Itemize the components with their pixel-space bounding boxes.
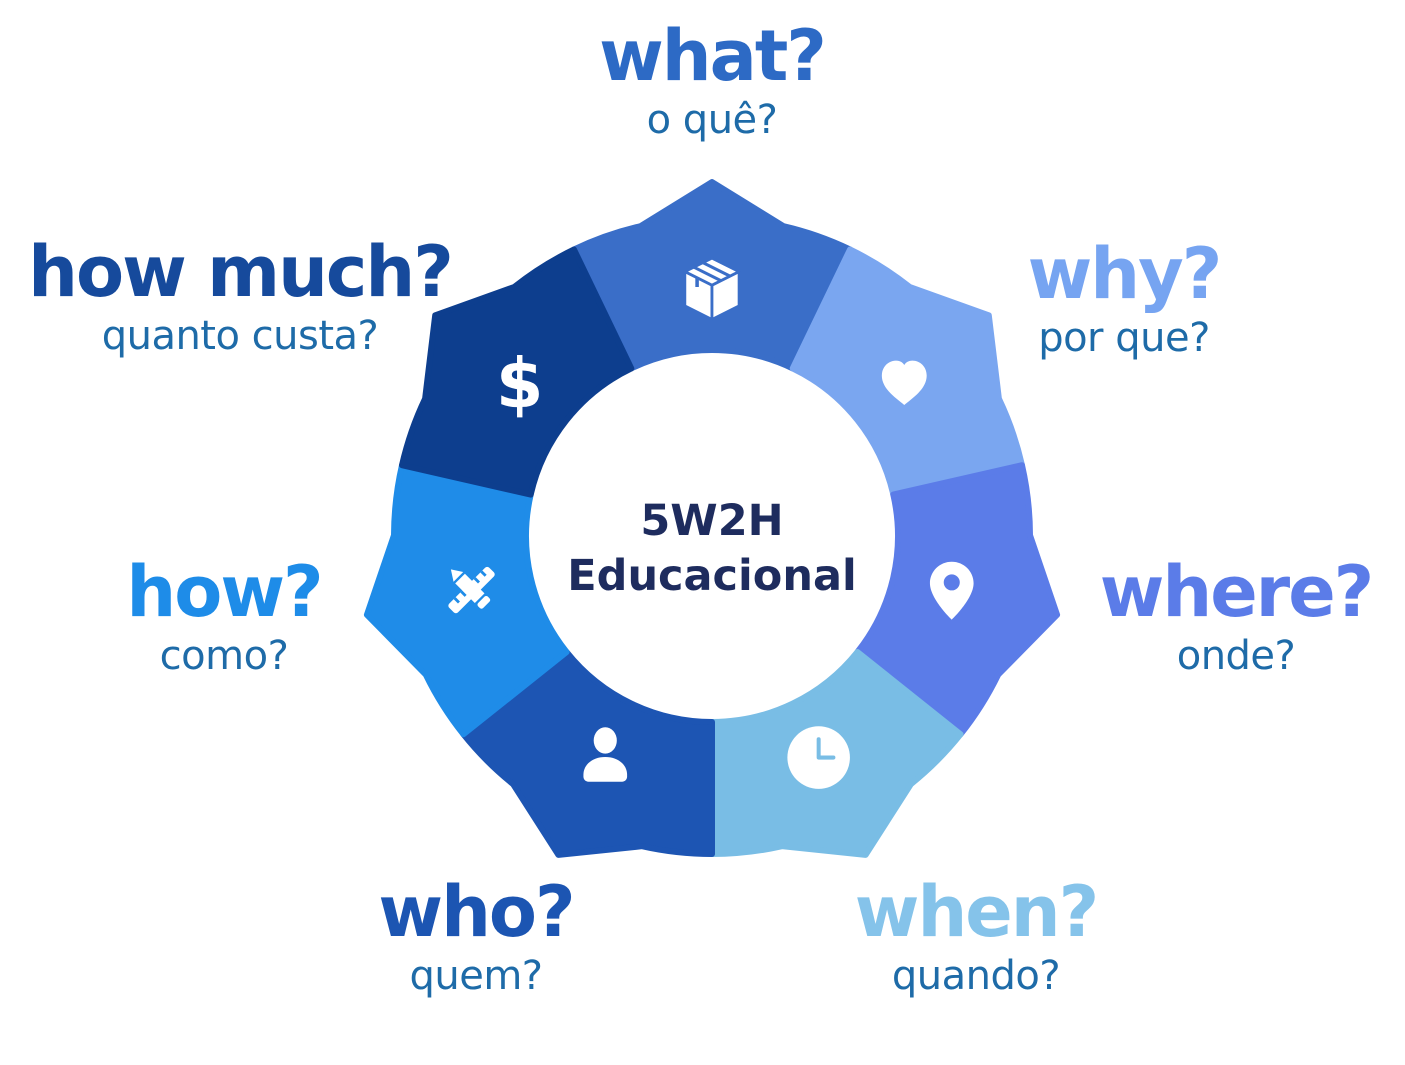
question-text-how-much: how much? bbox=[28, 231, 454, 313]
center-title-line1: 5W2H bbox=[640, 495, 784, 546]
question-text-how: how? bbox=[126, 551, 323, 633]
center-title-line2: Educacional bbox=[567, 551, 857, 601]
diagram-center-title: 5W2H Educacional bbox=[567, 494, 856, 604]
question-text-when: when? bbox=[854, 871, 1099, 953]
label-who: who? quem? bbox=[378, 871, 575, 1000]
clock-icon bbox=[787, 726, 850, 789]
translation-text-why: por que? bbox=[1038, 314, 1210, 361]
label-where: where? onde? bbox=[1099, 551, 1375, 680]
segment-how_much bbox=[399, 246, 635, 498]
map-pin-icon bbox=[929, 561, 974, 620]
question-text-what: what? bbox=[599, 15, 827, 97]
question-text-why: why? bbox=[1027, 233, 1223, 315]
label-how-much: how much? quanto custa? bbox=[28, 231, 454, 360]
translation-text-how-much: quanto custa? bbox=[101, 312, 379, 359]
box-icon bbox=[683, 256, 741, 321]
label-how: how? como? bbox=[126, 551, 323, 680]
translation-text-how: como? bbox=[159, 632, 289, 679]
dollar-icon: $ bbox=[496, 344, 544, 424]
heart-icon bbox=[881, 360, 927, 405]
question-text-who: who? bbox=[378, 871, 575, 953]
svg-text:$: $ bbox=[496, 344, 544, 424]
translation-text-where: onde? bbox=[1176, 632, 1296, 679]
pencil-ruler-icon bbox=[448, 566, 495, 614]
translation-text-who: quem? bbox=[409, 952, 543, 999]
translation-text-what: o quê? bbox=[646, 96, 778, 143]
translation-text-when: quando? bbox=[891, 952, 1061, 999]
question-text-where: where? bbox=[1099, 551, 1375, 633]
label-what: what? o quê? bbox=[599, 15, 827, 144]
label-why: why? por que? bbox=[1027, 233, 1223, 362]
label-when: when? quando? bbox=[854, 871, 1099, 1000]
person-icon bbox=[583, 727, 628, 782]
